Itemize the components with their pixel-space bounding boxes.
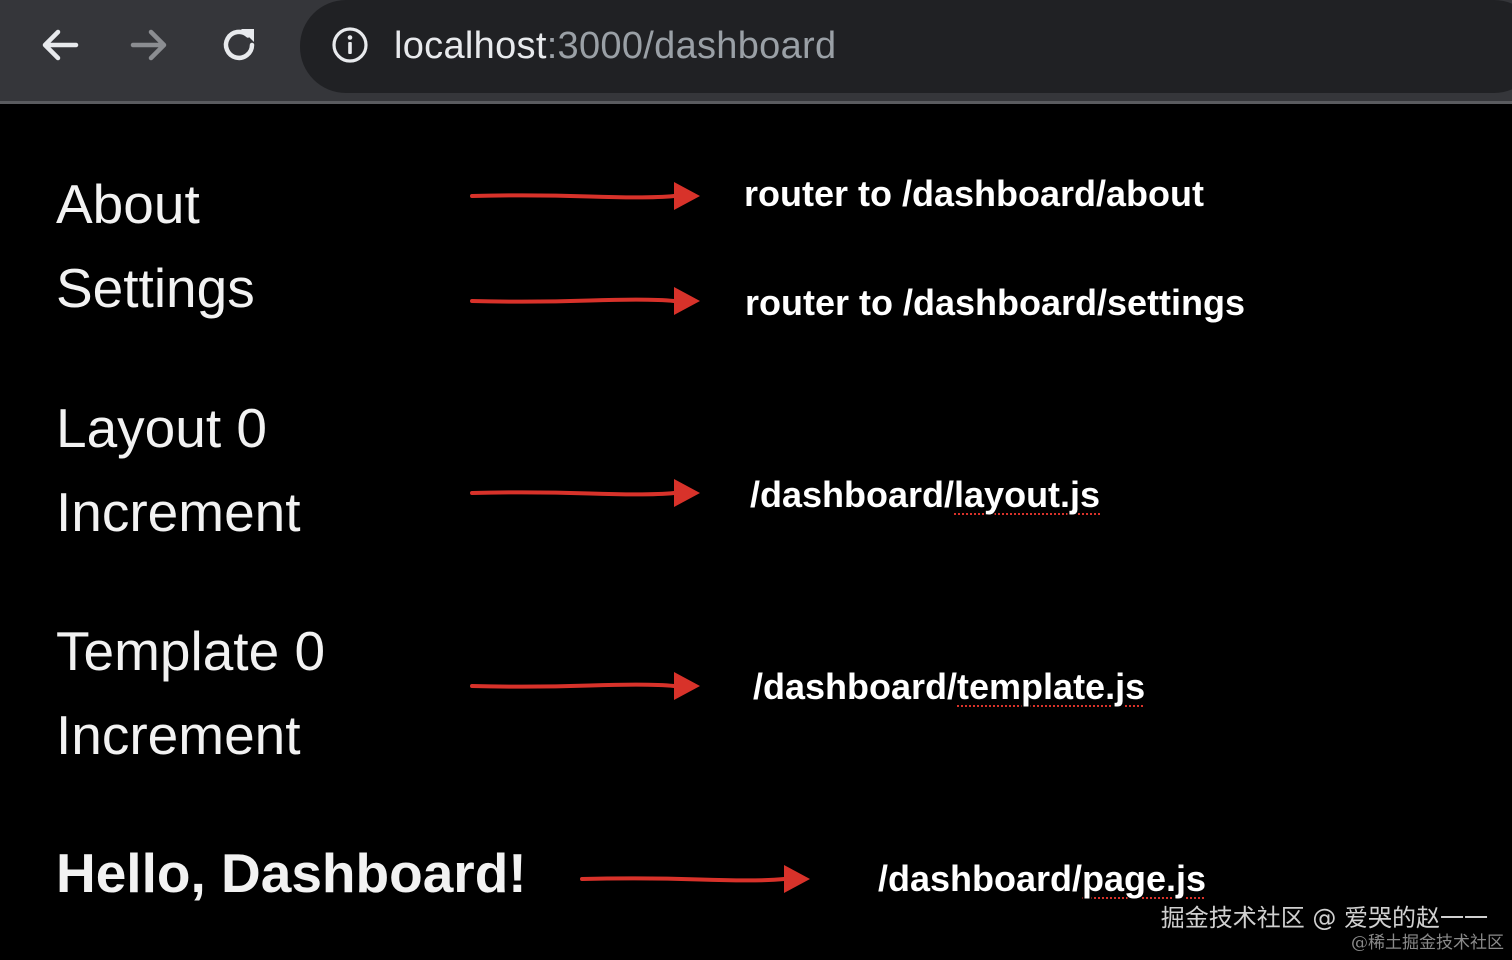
annotation-about: router to /dashboard/about [744,173,1205,214]
annotation-layout-prefix: /dashboard/ [750,474,955,515]
layout-counter-label: Layout 0 [56,397,268,459]
layout-increment-button[interactable]: Increment [56,481,301,543]
reload-button[interactable] [214,20,264,70]
annotation-arrow-template [470,672,700,700]
url-host: localhost [394,25,547,67]
url-text[interactable]: localhost:3000/dashboard [394,22,836,70]
annotation-page: /dashboard/page.js [878,857,1206,901]
annotation-arrow-about [470,182,700,210]
annotation-template-prefix: /dashboard/ [753,666,958,707]
about-link[interactable]: About [56,173,200,235]
annotation-arrow-layout [470,479,700,507]
watermark-small: @稀土掘金技术社区 [1351,933,1504,953]
annotation-settings: router to /dashboard/settings [745,282,1246,323]
annotation-arrow-page [580,865,810,893]
forward-button[interactable] [124,20,174,70]
page-heading: Hello, Dashboard! [56,842,527,904]
annotation-arrow-settings [470,287,700,315]
info-circle-icon[interactable] [330,25,370,65]
watermark-main: 掘金技术社区 @ 爱哭的赵一一 [1160,904,1488,932]
settings-link[interactable]: Settings [56,257,255,319]
template-increment-button[interactable]: Increment [56,704,301,766]
template-counter-label: Template 0 [56,620,326,682]
arrow-right-icon [130,29,167,61]
back-button[interactable] [35,20,85,70]
browser-toolbar: localhost:3000/dashboard [0,0,1512,104]
annotation-template: /dashboard/template.js [753,665,1145,709]
url-path: :3000/dashboard [546,25,837,67]
annotation-layout-file: layout.js [954,474,1101,515]
annotation-page-prefix: /dashboard/ [878,858,1083,899]
annotation-page-file: page.js [1082,858,1207,899]
address-bar[interactable]: localhost:3000/dashboard [300,0,1512,93]
annotation-layout: /dashboard/layout.js [750,473,1100,517]
reload-icon [223,29,255,61]
arrow-left-icon [42,29,79,61]
annotation-template-file: template.js [957,666,1146,707]
